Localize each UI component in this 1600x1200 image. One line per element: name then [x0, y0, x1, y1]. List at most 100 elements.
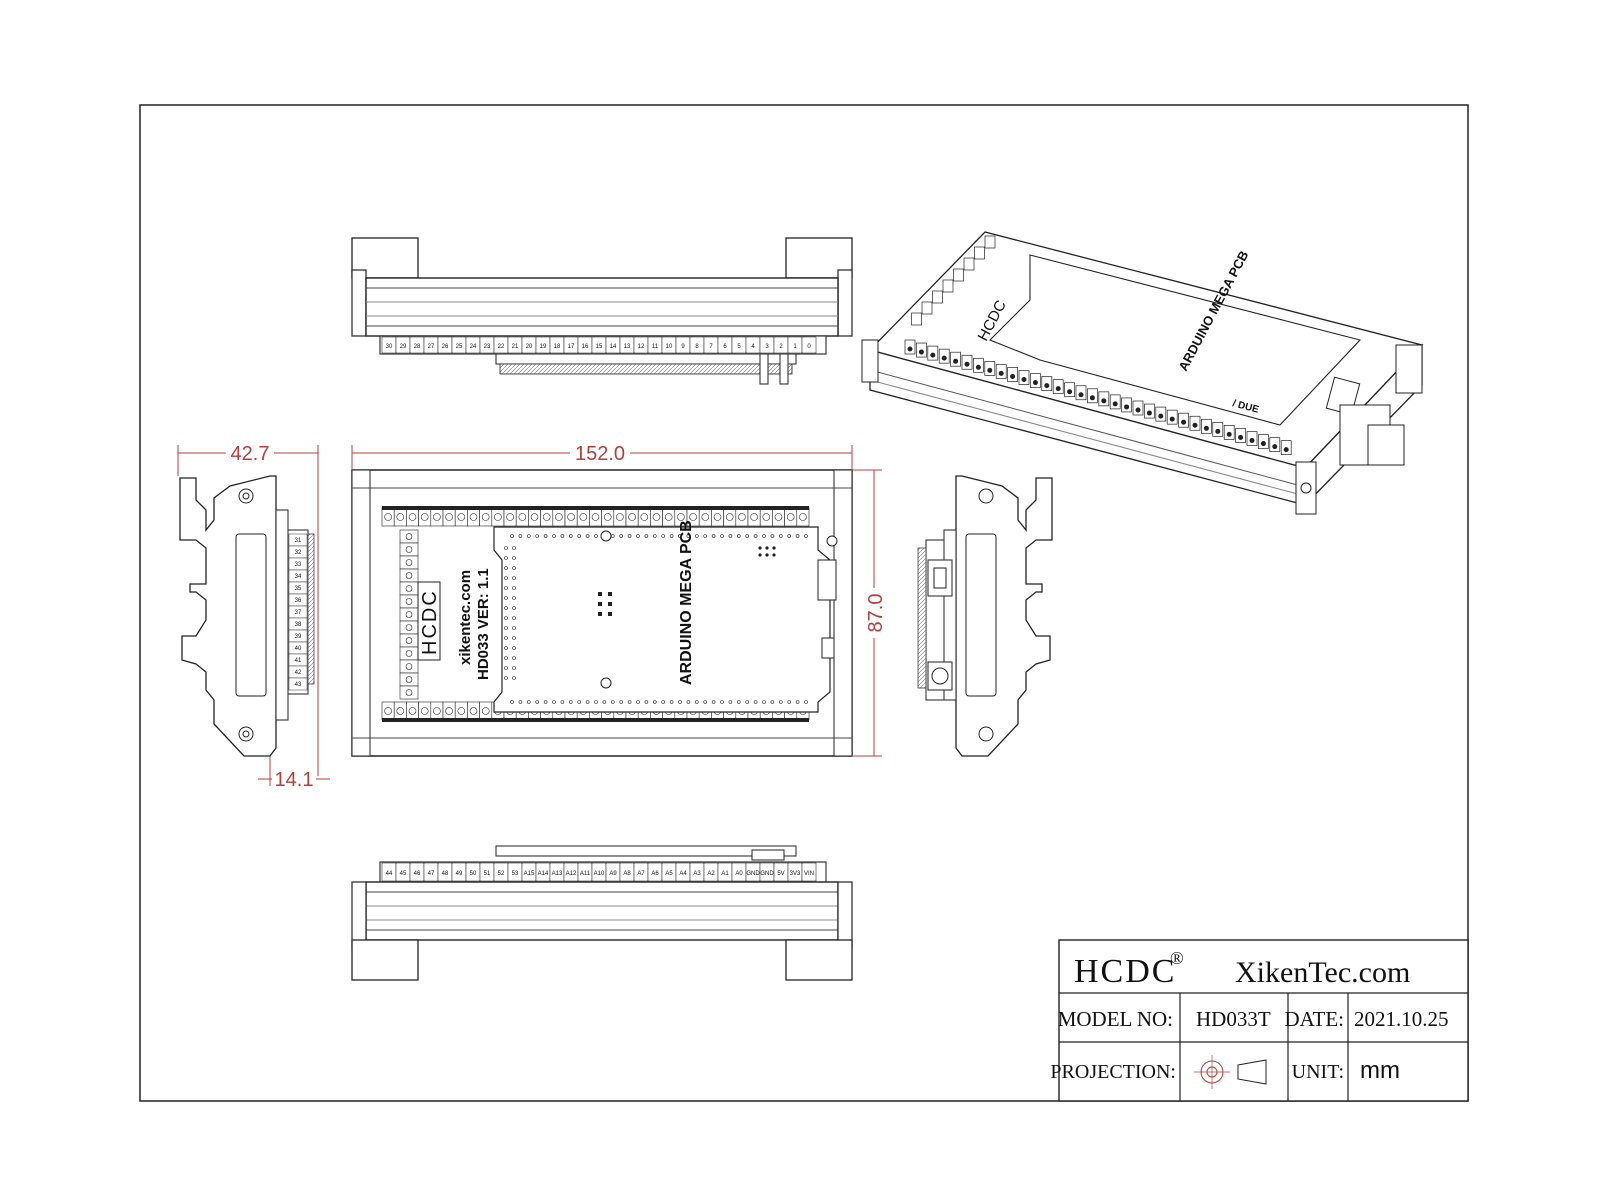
drawing-frame — [139, 104, 1469, 1102]
unit-value: mm — [1360, 1057, 1400, 1084]
dimension-height: 87.0 — [852, 469, 887, 757]
terminal-label: A14 — [538, 871, 549, 877]
date-label: DATE: — [1285, 1007, 1345, 1031]
terminal-label: A13 — [552, 871, 563, 877]
unit-label: UNIT: — [1292, 1061, 1344, 1083]
terminal-label: A9 — [609, 871, 617, 877]
terminal-label: 22 — [498, 344, 505, 350]
terminal-label: 16 — [582, 344, 589, 350]
terminal-label: 24 — [470, 344, 477, 350]
terminal-label: 49 — [456, 871, 463, 877]
dimension-depth: 42.7 — [177, 440, 319, 776]
dimension-offset: 14.1 — [258, 750, 330, 791]
terminal-label: A0 — [735, 871, 743, 877]
date-value: 2021.10.25 — [1354, 1007, 1449, 1031]
brand-registered-mark: ® — [1170, 948, 1184, 968]
isometric-view: ARDUINO MEGA PCB HCDC / DUE — [861, 231, 1424, 515]
dim-offset-text: 14.1 — [275, 769, 314, 791]
terminal-label: 4 — [751, 344, 755, 350]
board-logo: HCDC — [419, 589, 441, 655]
terminal-label: 40 — [295, 646, 302, 652]
terminal-label: 42 — [295, 670, 302, 676]
terminal-label: 53 — [512, 871, 519, 877]
terminal-label: 5V — [777, 871, 784, 877]
terminal-label: 43 — [295, 682, 302, 688]
terminal-label: 25 — [456, 344, 463, 350]
terminal-label: 9 — [681, 344, 685, 350]
terminal-label: 36 — [295, 598, 302, 604]
terminal-label: 28 — [414, 344, 421, 350]
terminal-label: A10 — [594, 871, 605, 877]
terminal-label: A5 — [665, 871, 673, 877]
terminal-label: 44 — [386, 871, 393, 877]
terminal-label: 30 — [386, 344, 393, 350]
terminal-label: 21 — [512, 344, 519, 350]
terminal-label: A6 — [651, 871, 659, 877]
terminal-label: A7 — [637, 871, 645, 877]
projection-label: PROJECTION: — [1050, 1061, 1176, 1083]
third-angle-projection-icon — [1194, 1055, 1267, 1089]
terminal-label: 35 — [295, 586, 302, 592]
terminal-label: 32 — [295, 550, 302, 556]
plan-view: HCDC xikentec.com HD033 VER: 1.1 ARDUINO… — [351, 469, 853, 757]
terminal-label: GND — [760, 871, 774, 877]
terminal-label: 19 — [540, 344, 547, 350]
terminal-label: 20 — [526, 344, 533, 350]
terminal-label: 1 — [793, 344, 797, 350]
terminal-label: 29 — [400, 344, 407, 350]
terminal-label: A12 — [566, 871, 577, 877]
terminal-label: 37 — [295, 610, 302, 616]
terminal-label: 8 — [695, 344, 699, 350]
terminal-label: 46 — [414, 871, 421, 877]
terminal-label: 27 — [428, 344, 435, 350]
terminal-label: A1 — [721, 871, 729, 877]
terminal-label: 39 — [295, 634, 302, 640]
terminal-label: 0 — [807, 344, 811, 350]
terminal-label: 6 — [723, 344, 727, 350]
brand-name: HCDC — [1074, 953, 1176, 990]
terminal-label: 23 — [484, 344, 491, 350]
terminal-label: 38 — [295, 622, 302, 628]
terminal-label: 51 — [484, 871, 491, 877]
terminal-label: 11 — [652, 344, 659, 350]
terminal-label: 10 — [666, 344, 673, 350]
dim-width-text: 152.0 — [575, 443, 625, 465]
terminal-label: 33 — [295, 562, 302, 568]
terminal-label: 48 — [442, 871, 449, 877]
terminal-label: A11 — [580, 871, 591, 877]
terminal-label: 31 — [295, 538, 302, 544]
terminal-label: 50 — [470, 871, 477, 877]
terminal-label: A3 — [693, 871, 701, 877]
model-value: HD033T — [1196, 1007, 1271, 1031]
pcb-label: ARDUINO MEGA PCB — [678, 520, 695, 685]
terminal-label: A2 — [707, 871, 715, 877]
title-block: HCDC ® XikenTec.com MODEL NO: HD033T DAT… — [1050, 939, 1469, 1102]
terminal-label: 3 — [765, 344, 769, 350]
terminal-label: 14 — [610, 344, 617, 350]
terminal-label: 18 — [554, 344, 561, 350]
terminal-label: 2 — [779, 344, 783, 350]
right-side-view — [917, 475, 1053, 757]
terminal-label: 3V3 — [790, 871, 801, 877]
terminal-label: 12 — [638, 344, 645, 350]
terminal-label: 13 — [624, 344, 631, 350]
terminal-label: 52 — [498, 871, 505, 877]
terminal-label: VIN — [804, 871, 814, 877]
terminal-label: 17 — [568, 344, 575, 350]
model-label: MODEL NO: — [1058, 1007, 1173, 1031]
terminal-label: 7 — [709, 344, 713, 350]
terminal-label: GND — [746, 871, 760, 877]
board-version: HD033 VER: 1.1 — [475, 568, 492, 680]
dim-height-text: 87.0 — [865, 594, 887, 633]
terminal-label: A15 — [524, 871, 535, 877]
terminal-label: 26 — [442, 344, 449, 350]
terminal-label: 47 — [428, 871, 435, 877]
terminal-label: 5 — [737, 344, 741, 350]
terminal-label: 15 — [596, 344, 603, 350]
terminal-label: A8 — [623, 871, 631, 877]
dim-depth-text: 42.7 — [231, 443, 270, 465]
board-site: xikentec.com — [457, 570, 474, 665]
